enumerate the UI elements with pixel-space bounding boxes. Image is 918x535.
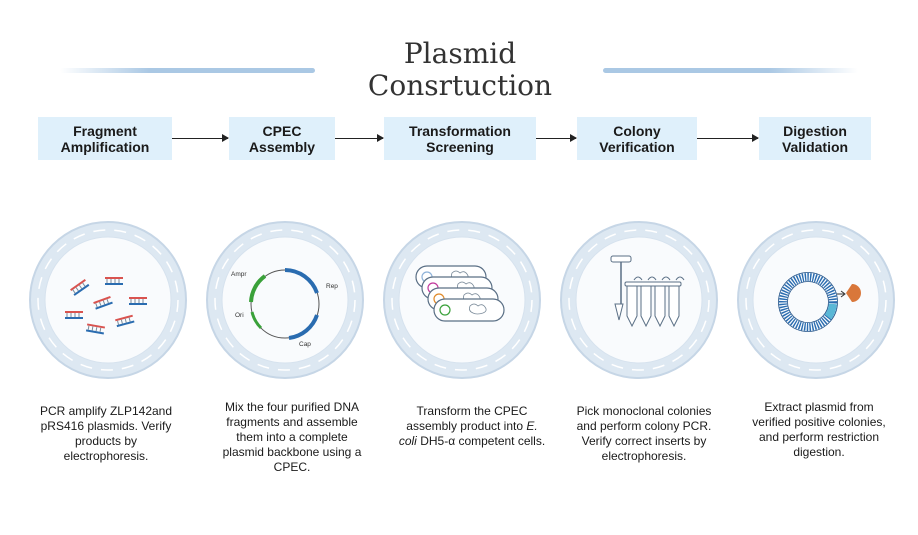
- step-description-5: Extract plasmid from verified positive c…: [752, 400, 886, 459]
- petri-dish-3: [383, 221, 541, 379]
- flow-arrow-1: [172, 134, 229, 142]
- step-label-line1: Colony: [613, 122, 661, 139]
- title-decor-right: [603, 68, 858, 73]
- step-label-line2: Verification: [599, 138, 675, 155]
- plasmid-label-rep: Rep: [326, 283, 338, 290]
- step-description-1: PCR amplify ZLP142and pRS416 plasmids. V…: [39, 404, 173, 463]
- petri-dish-4: [560, 221, 718, 379]
- step-label-line2: Screening: [426, 138, 494, 155]
- agar-plates-icon: [415, 265, 505, 322]
- flow-arrow-2: [335, 134, 384, 142]
- title-decor-left: [60, 68, 315, 73]
- plasmid-label-ampr: Ampr: [231, 271, 247, 278]
- step-label-line2: Validation: [781, 138, 849, 155]
- petri-dish-5: [737, 221, 895, 379]
- flow-arrow-3: [536, 134, 577, 142]
- title-line-1: Plasmid: [403, 37, 517, 70]
- step-label-line1: Fragment: [73, 122, 137, 139]
- desc-text-post: DH5-α competent cells.: [420, 434, 546, 448]
- petri-dish-1: [29, 221, 187, 379]
- desc-text-pre: Transform the CPEC assembly product into: [406, 404, 528, 433]
- restriction-digest-icon: [778, 272, 861, 332]
- step-description-3: Transform the CPEC assembly product into…: [398, 404, 546, 449]
- title-line-2: Consrtuction: [367, 69, 553, 102]
- step-description-4: Pick monoclonal colonies and perform col…: [576, 404, 712, 463]
- flow-arrow-4: [697, 134, 759, 142]
- dna-fragments-icon: [65, 277, 147, 335]
- step-description-2: Mix the four purified DNA fragments and …: [222, 400, 362, 474]
- plasmid-map-icon: Ampr Rep Ori Cap: [231, 268, 338, 348]
- plasmid-label-cap: Cap: [299, 341, 311, 348]
- plasmid-label-ori: Ori: [235, 312, 244, 319]
- pcr-tubes-icon: [610, 255, 685, 328]
- desc-text-species: E. coli: [398, 419, 538, 448]
- petri-dish-2: Ampr Rep Ori Cap: [206, 221, 364, 379]
- step-label-line1: CPEC: [262, 122, 302, 139]
- step-label-line2: Amplification: [60, 138, 150, 155]
- step-label-line1: Digestion: [783, 122, 847, 139]
- page-title: Plasmid Consrtuction: [330, 38, 590, 102]
- step-label-line2: Assembly: [248, 138, 316, 155]
- step-label-line1: Transformation: [409, 122, 511, 139]
